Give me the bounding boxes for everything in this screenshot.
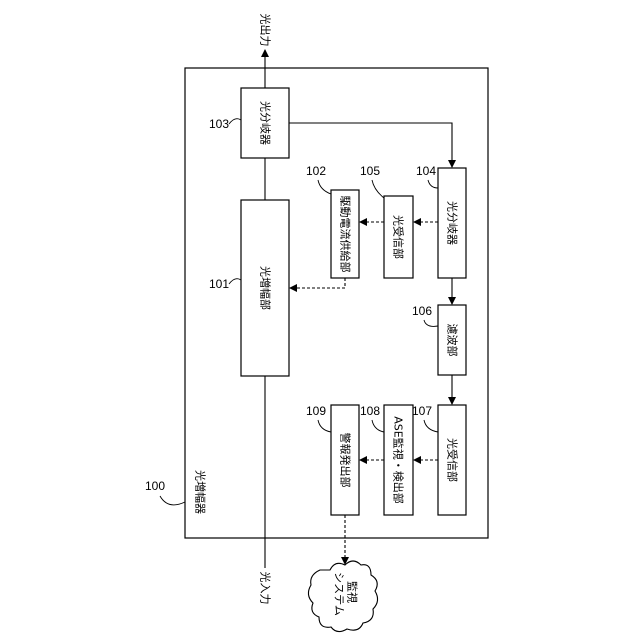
ref-number-108: 108 <box>360 404 380 418</box>
optical-output-label: 光出力 <box>259 14 273 47</box>
block-109-name: 警報発出部 <box>339 433 353 488</box>
amplifier-name: 光増幅器 <box>194 470 208 514</box>
leader-108 <box>372 420 384 432</box>
block-106-name: 濾波部 <box>446 324 460 357</box>
leader-104 <box>428 180 438 188</box>
ref-number-107: 107 <box>412 404 432 418</box>
ref-number-100: 100 <box>145 479 165 493</box>
block-105-name: 光受信部 <box>392 215 406 259</box>
ref-number-104: 104 <box>416 164 436 178</box>
ref-number-109: 109 <box>306 404 326 418</box>
monitoring-system-line1: 監視 <box>346 581 360 603</box>
ref-number-105: 105 <box>360 164 380 178</box>
leader-103 <box>229 119 241 124</box>
ref-number-103: 103 <box>209 117 229 131</box>
tap-line-103-104 <box>289 123 452 167</box>
block-102-name: 駆動電流供給部 <box>339 196 353 273</box>
block-108-name: ASE監視・検出部 <box>392 416 406 503</box>
block-104-name: 光分岐器 <box>446 201 460 245</box>
optical-input-label: 光入力 <box>259 572 273 605</box>
leader-106 <box>424 320 438 326</box>
signal-102-101 <box>290 278 345 288</box>
leader-101 <box>229 279 241 284</box>
leader-109 <box>318 420 331 432</box>
leader-105 <box>372 180 384 198</box>
leader-107 <box>424 420 438 432</box>
leader-100 <box>160 496 185 505</box>
leader-102 <box>318 180 331 194</box>
block-103-name: 光分岐器 <box>259 101 273 145</box>
block-107-name: 光受信部 <box>446 438 460 482</box>
ref-number-106: 106 <box>412 304 432 318</box>
block-101-name: 光増幅部 <box>259 266 273 310</box>
ref-number-101: 101 <box>209 277 229 291</box>
ref-number-102: 102 <box>306 164 326 178</box>
monitoring-system-line2: システム <box>333 572 346 616</box>
